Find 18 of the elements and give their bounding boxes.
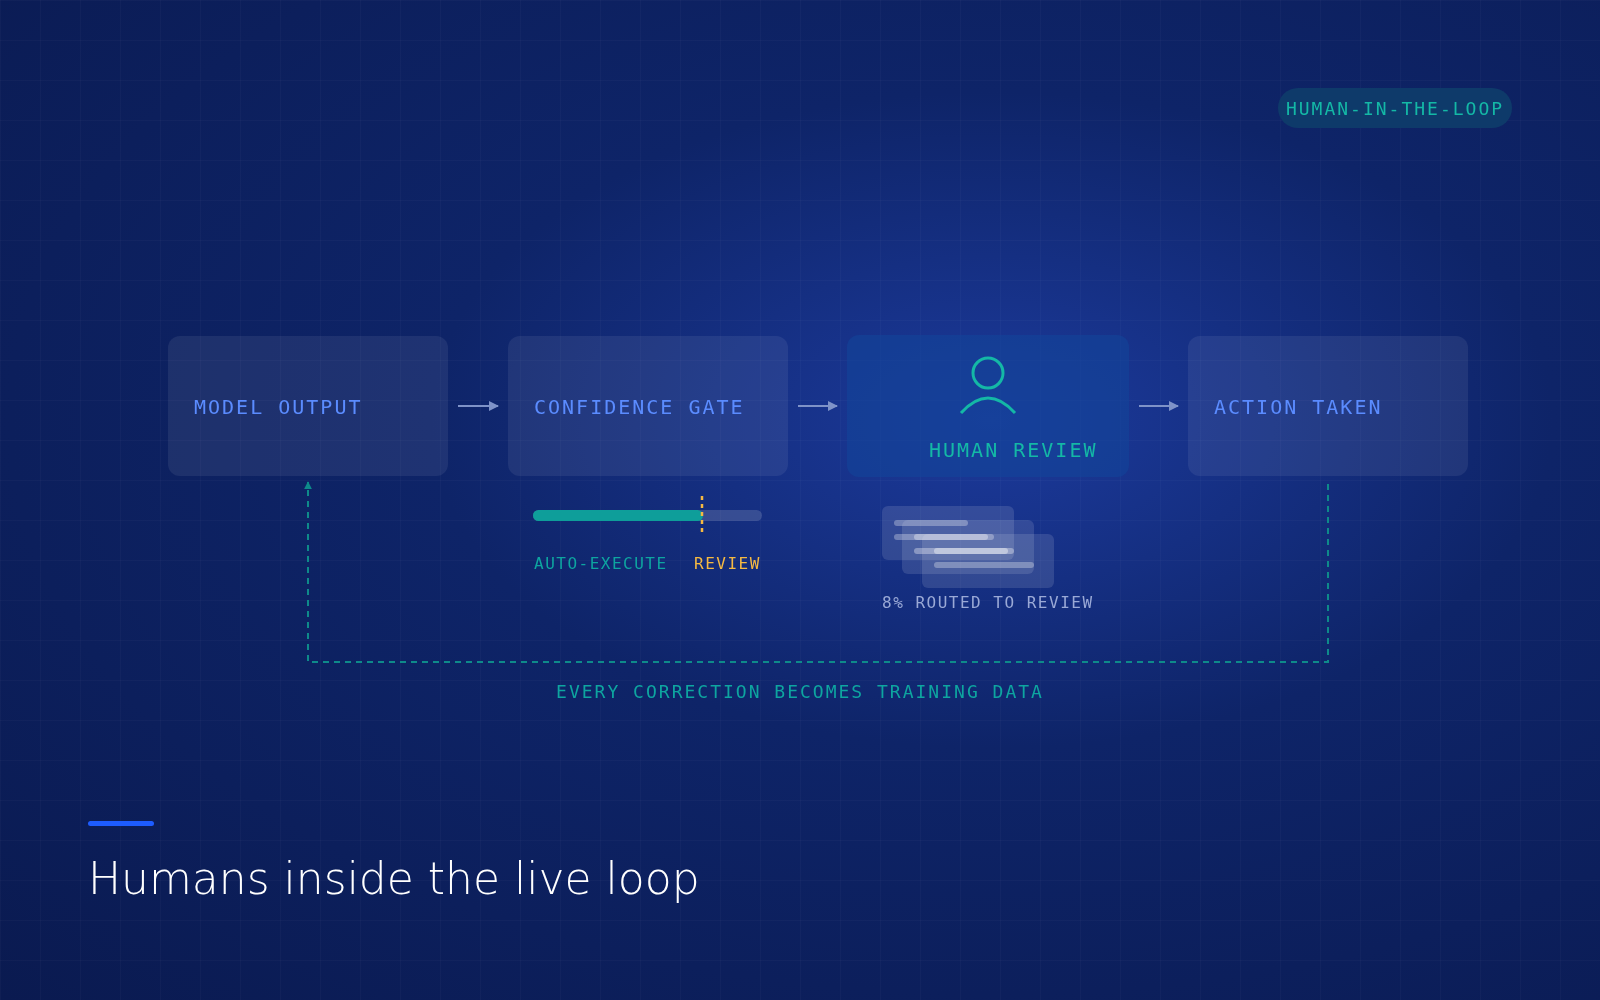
arrow	[304, 481, 1329, 663]
zone-label: REVIEW	[694, 553, 761, 575]
process-box	[1188, 336, 1468, 476]
process-box	[847, 335, 1129, 477]
process-box	[168, 336, 448, 476]
tag-pill: HUMAN-IN-THE-LOOP	[1278, 88, 1512, 128]
node-label: ACTION TAKEN	[1214, 394, 1383, 421]
zone-label: AUTO-EXECUTE	[534, 553, 668, 575]
node-label: HUMAN REVIEW	[929, 437, 1098, 464]
node-label: MODEL OUTPUT	[194, 394, 363, 421]
title: Humans inside the live loop	[88, 852, 700, 906]
edge-label: EVERY CORRECTION BECOMES TRAINING DATA	[555, 680, 1045, 704]
arrow	[797, 401, 838, 411]
stat-label: 8% ROUTED TO REVIEW	[882, 592, 1094, 614]
process-box	[508, 336, 788, 476]
arrow	[457, 401, 499, 411]
node-label: CONFIDENCE GATE	[534, 394, 745, 421]
arrow	[1138, 401, 1179, 411]
